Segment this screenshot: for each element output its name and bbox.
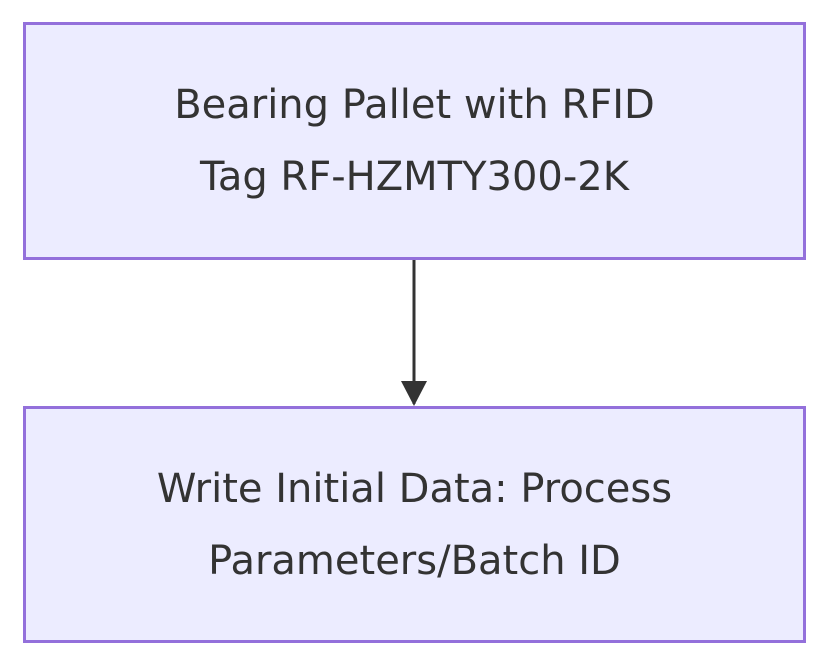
node-label-line: Parameters/Batch ID	[208, 537, 621, 584]
node-label: Write Initial Data: Process Parameters/B…	[157, 453, 672, 597]
node-bearing-pallet[interactable]: Bearing Pallet with RFID Tag RF-HZMTY300…	[23, 22, 806, 260]
node-label: Bearing Pallet with RFID Tag RF-HZMTY300…	[174, 69, 655, 213]
node-label-line: Bearing Pallet with RFID	[174, 82, 655, 128]
edge-arrowhead	[401, 381, 427, 406]
node-write-initial-data[interactable]: Write Initial Data: Process Parameters/B…	[23, 406, 806, 643]
node-label-line: Tag RF-HZMTY300-2K	[200, 154, 629, 200]
node-label-line: Write Initial Data: Process	[156, 465, 673, 512]
